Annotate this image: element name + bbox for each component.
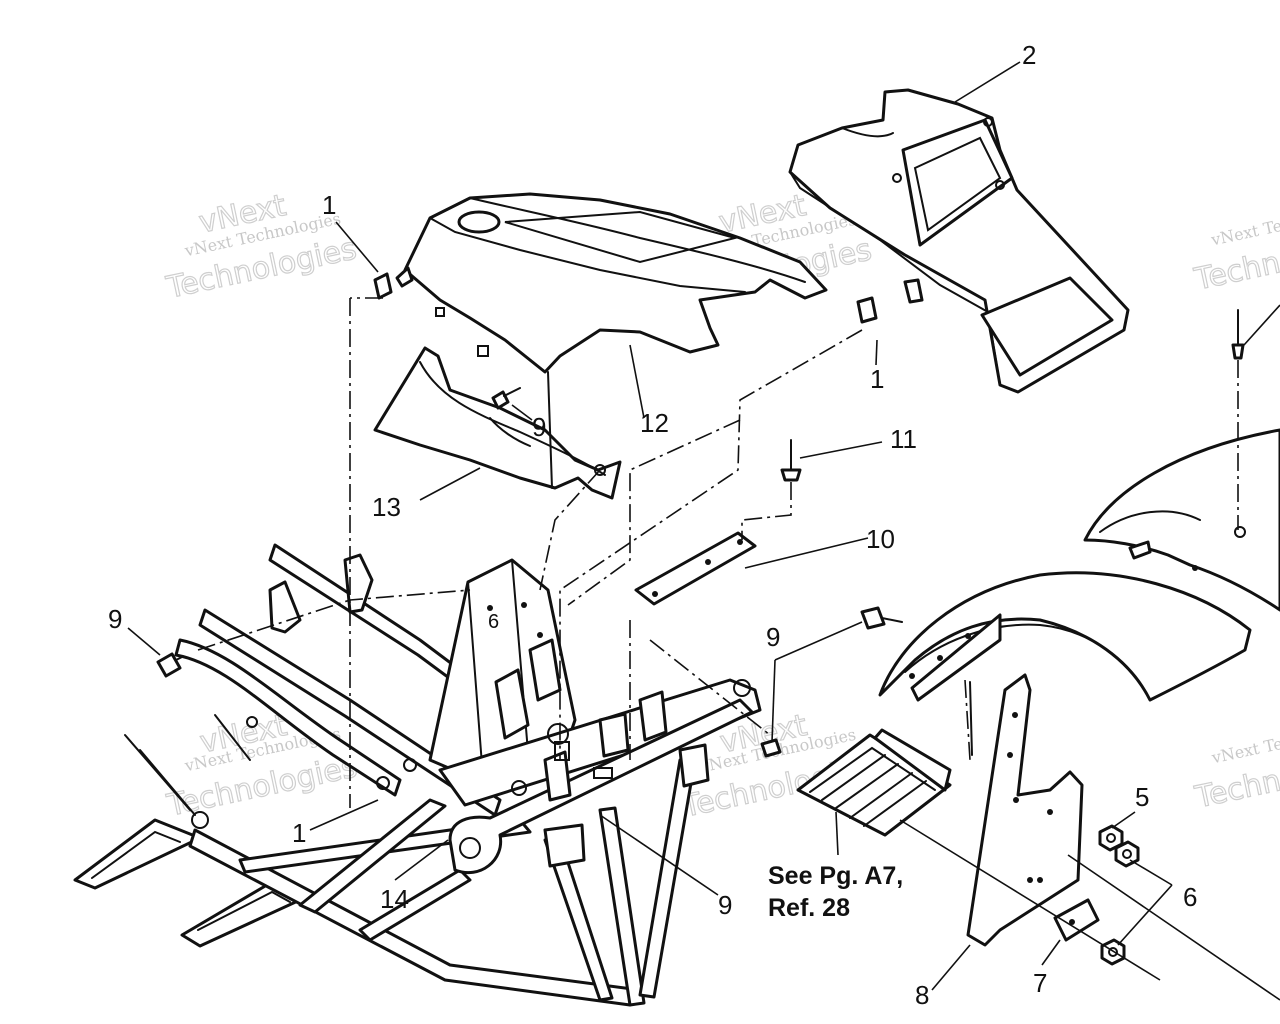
callout-1-lower-left: 1 [292, 818, 306, 848]
reference-note-line-2: Ref. 28 [768, 894, 850, 922]
reference-note: See Pg. A7, Ref. 28 [768, 862, 903, 922]
watermark-small-text: vNext Te [1209, 216, 1280, 250]
speed-nut-1b [856, 296, 878, 324]
assembly-lines [197, 297, 1239, 808]
watermark-large-text: Techno [1191, 241, 1280, 297]
part-13-lower-panel [373, 346, 622, 500]
bracket-7 [1053, 898, 1100, 942]
callouts: 1 1 1 2 5 6 7 8 9 9 9 9 10 11 12 13 14 [108, 40, 1197, 1010]
rear-fender-partial [1083, 428, 1280, 612]
callout-9-upper: 9 [532, 412, 546, 442]
right-edge-fastener [1231, 309, 1245, 360]
callout-8: 8 [915, 980, 929, 1010]
callout-10: 10 [866, 524, 895, 554]
watermark-large-text: Techno [1192, 759, 1280, 815]
callout-9-left: 9 [108, 604, 122, 634]
front-fender [878, 571, 1252, 756]
part-12-front-hood [395, 192, 828, 374]
nut-6-upper [1114, 840, 1140, 868]
callout-12: 12 [640, 408, 669, 438]
callout-2: 2 [1022, 40, 1036, 70]
callout-1-right: 1 [870, 364, 884, 394]
leader-lines [127, 61, 1280, 1001]
reference-note-line-1: See Pg. A7, [768, 862, 903, 890]
part-8-mud-flap [966, 673, 1084, 947]
watermark-right-edge-top: vNext Te Techno [1190, 216, 1280, 298]
footrest-assembly [796, 728, 952, 837]
watermark-bottom-left: vNext vNext Technologies Technologies [163, 707, 361, 824]
frame-stamp: 6 [488, 611, 499, 633]
bolt-9-right [860, 606, 903, 630]
callout-1-upper-left: 1 [322, 190, 336, 220]
callout-11: 11 [890, 424, 917, 454]
callout-5: 5 [1135, 782, 1149, 812]
frame-chassis: 6 [73, 543, 762, 1007]
part-2-console [788, 88, 1130, 394]
plate-10 [634, 531, 757, 606]
callout-6: 6 [1183, 882, 1197, 912]
callout-13: 13 [372, 492, 401, 522]
speed-nut-1a [373, 272, 393, 300]
callout-14: 14 [380, 884, 409, 914]
callout-7: 7 [1033, 968, 1047, 998]
callout-9-right: 9 [766, 622, 780, 652]
screw-9-upper [491, 387, 521, 410]
callout-9-lower: 9 [718, 890, 732, 920]
push-rivet-11 [780, 439, 802, 482]
watermark-small-text: vNext Te [1209, 734, 1280, 768]
bolt-9-middle [760, 738, 782, 758]
watermark-right-edge-bottom: vNext Te Techno [1191, 734, 1280, 816]
